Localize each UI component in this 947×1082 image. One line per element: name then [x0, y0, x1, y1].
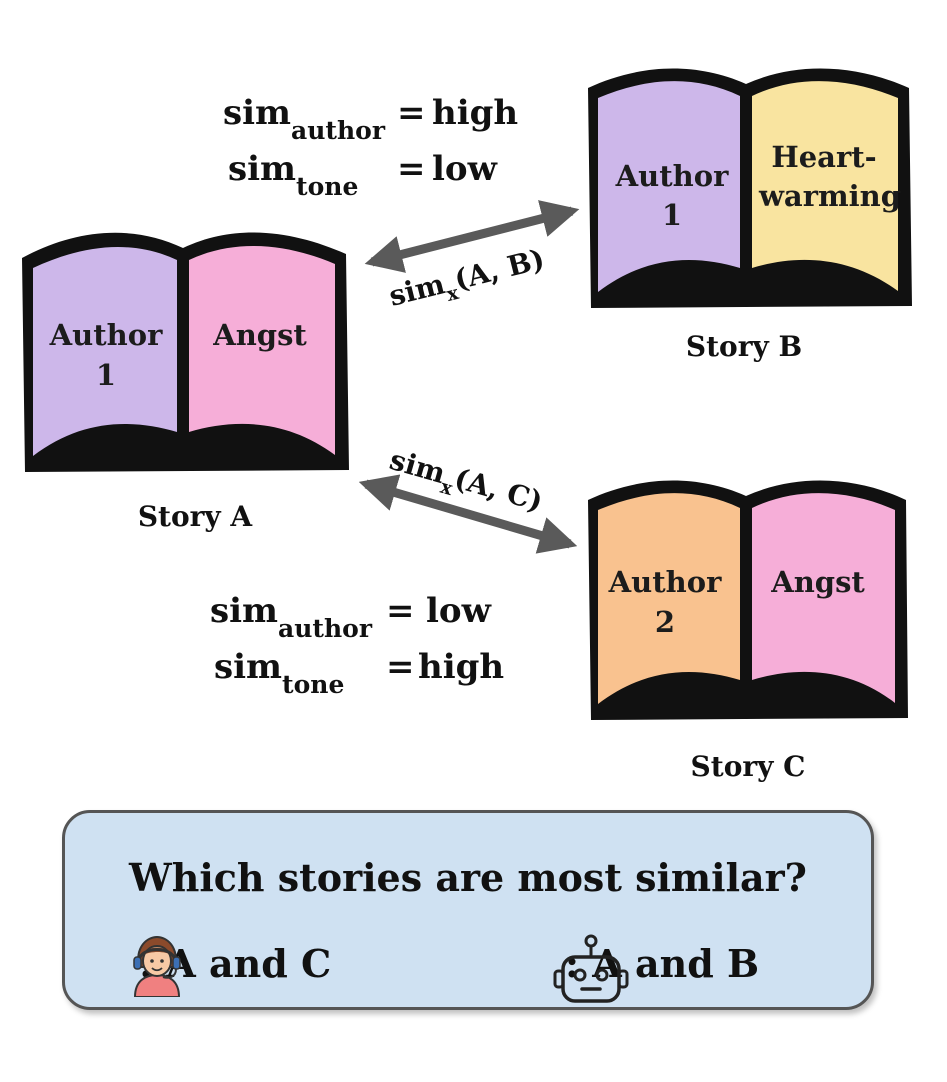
story-c-label: Story C: [691, 750, 806, 783]
book-b-left-page: [598, 81, 740, 292]
book-b-left-line1: Author: [615, 159, 729, 193]
robot-icon: [553, 934, 629, 1003]
question-box: Which stories are most similar? : A and …: [62, 810, 874, 1010]
sim-ab-block: simauthor = high simtone = low: [223, 93, 518, 201]
sim-ab-tone-eq: =: [397, 149, 426, 189]
sim-ac-tone-val: high: [418, 647, 504, 687]
book-a-left-page: [33, 246, 177, 456]
book-c-left-line1: Author: [608, 565, 722, 599]
book-a-right-label: Angst: [212, 318, 307, 352]
book-a-right-page: [189, 246, 335, 455]
book-c-right-label: Angst: [770, 565, 865, 599]
sim-ac-author-eq: =: [386, 591, 415, 631]
human-agent-icon: [133, 935, 181, 997]
sim-ac-author-key: simauthor: [210, 591, 373, 643]
story-b-label: Story B: [686, 330, 802, 363]
arrow-a-c: [358, 474, 578, 554]
book-b-right-line2: warming: [758, 179, 901, 213]
book-b-right-page: [752, 81, 898, 291]
story-a-label: Story A: [138, 500, 254, 533]
sim-ab-tone-key: simtone: [228, 149, 358, 201]
arrow-a-b: [364, 200, 580, 273]
book-b-left-line2: 1: [662, 198, 682, 232]
book-c-left-page: [598, 493, 740, 704]
book-story-a: Author 1 Angst: [22, 232, 349, 472]
human-answer: : A and C: [125, 933, 331, 997]
robot-answer: : A and B: [551, 933, 759, 1003]
book-c-right-page: [752, 493, 895, 703]
sim-ab-author-eq: =: [397, 93, 426, 133]
book-story-c: Author 2 Angst: [588, 480, 908, 720]
book-a-left-line2: 1: [96, 358, 116, 392]
sim-ac-block: simauthor = low simtone = high: [210, 591, 504, 699]
book-b-right-line1: Heart-: [771, 140, 876, 174]
sim-ac-author-val: low: [426, 591, 492, 631]
sim-ac-tone-eq: =: [386, 647, 415, 687]
sim-ab-author-key: simauthor: [223, 93, 386, 145]
book-c-left-line2: 2: [655, 605, 675, 639]
book-a-left-line1: Author: [49, 318, 163, 352]
book-story-b: Author 1 Heart- warming: [588, 68, 912, 308]
question-text: Which stories are most similar?: [129, 855, 807, 900]
sim-ab-author-val: high: [432, 93, 518, 133]
sim-ab-tone-val: low: [432, 149, 498, 189]
sim-ac-tone-key: simtone: [214, 647, 344, 699]
